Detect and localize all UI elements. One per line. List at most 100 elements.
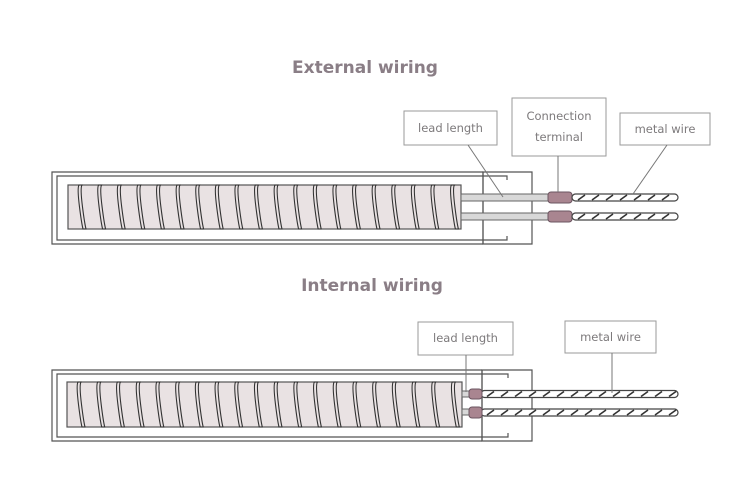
external-housing-inner: [56, 175, 508, 241]
heating-coil-turn: [175, 381, 185, 428]
wire-twist-stripe: [556, 409, 565, 416]
external-coil-group: [77, 184, 460, 230]
wire-twist-stripe: [647, 194, 656, 201]
external-connection-terminal-callout: Connection terminal: [511, 97, 607, 192]
wire-twist-stripe: [668, 390, 677, 398]
heating-coil-turn: [273, 381, 283, 428]
wire-twist-stripe: [661, 194, 670, 201]
lead-length-label: lead length: [433, 331, 498, 345]
wire-twist-stripe: [668, 409, 677, 416]
heating-coil-turn: [312, 184, 322, 230]
internal-housing-outer: [51, 369, 482, 442]
wire-twist-stripe: [514, 390, 523, 398]
heating-coil-turn: [431, 381, 441, 428]
external-metal-wire-callout: metal wire: [619, 112, 711, 195]
heating-coil-turn: [352, 381, 362, 428]
connection-terminal-label-line1: Connection: [526, 109, 591, 123]
heating-coil-turn: [96, 381, 106, 428]
external-lead-length-callout: lead length: [403, 110, 504, 198]
wire-twist-stripe: [605, 213, 614, 220]
lead-length-label: lead length: [418, 121, 483, 135]
heating-coil-turn: [293, 184, 303, 230]
heating-coil-turn: [254, 184, 264, 230]
heating-coil-turn: [175, 184, 185, 230]
external-lead-bottom: [460, 212, 550, 221]
internal-wiring-title: Internal wiring: [301, 276, 443, 296]
heating-coil-turn: [352, 184, 362, 230]
internal-housing-inner: [56, 373, 509, 438]
heating-coil-turn: [194, 381, 204, 428]
lead-length-label-box: [417, 321, 514, 356]
external-terminal-bottom: [547, 210, 573, 223]
heating-coil-turn: [214, 381, 224, 428]
internal-metal-wire-callout: metal wire: [564, 320, 657, 393]
heating-coil-turn: [410, 184, 420, 230]
heating-coil-turn: [273, 184, 283, 230]
wire-twist-stripe: [626, 390, 635, 398]
wire-twist-stripe: [612, 390, 621, 398]
heating-coil-turn: [332, 184, 342, 230]
heating-coil-turn: [253, 381, 264, 428]
wire-twist-stripe: [612, 409, 621, 416]
internal-heating-core: [66, 381, 463, 428]
heating-coil-turn: [116, 184, 126, 230]
internal-end-cap: [481, 369, 533, 442]
wire-twist-stripe: [570, 390, 579, 398]
metal-wire-leader-line: [632, 144, 668, 195]
heating-coil-turn: [136, 184, 146, 230]
wire-twist-stripe: [640, 409, 649, 416]
wire-twist-stripe: [647, 213, 656, 220]
wire-twist-stripe: [486, 409, 495, 416]
metal-wire-label: metal wire: [635, 122, 696, 136]
wire-twist-stripe: [633, 194, 642, 201]
heating-coil-turn: [97, 184, 107, 230]
wire-twist-stripe: [584, 409, 593, 416]
heating-coil-turn: [313, 381, 323, 428]
external-wiring-diagram: External wiring lead length Connection t…: [51, 58, 711, 245]
heating-coil-turn: [234, 184, 244, 230]
lead-length-label-box: [403, 110, 498, 146]
wire-twist-stripe: [500, 390, 509, 398]
wire-twist-stripe: [542, 409, 551, 416]
wire-twist-stripe: [500, 409, 509, 416]
external-heating-core: [67, 184, 462, 230]
metal-wire-label: metal wire: [580, 330, 641, 344]
heating-coil-turn: [372, 381, 382, 428]
wire-twist-stripe: [619, 213, 628, 220]
heating-coil-turn: [195, 184, 205, 230]
wire-twist-stripe: [640, 390, 649, 398]
external-terminal-top: [547, 191, 573, 204]
wire-twist-stripe: [577, 213, 586, 220]
internal-lead-length-callout: lead length: [417, 321, 514, 392]
external-end-cap: [482, 171, 533, 245]
internal-wiring-diagram: Internal wiring lead length metal wire: [51, 276, 679, 442]
external-lead-top: [460, 193, 550, 202]
heating-coil-turn: [371, 184, 381, 230]
external-wiring-title: External wiring: [292, 58, 438, 78]
heating-coil-turn: [332, 381, 342, 428]
heating-coil-turn: [155, 381, 165, 428]
wire-twist-stripe: [514, 409, 523, 416]
heating-coil-turn: [391, 381, 401, 428]
wire-twist-stripe: [598, 409, 607, 416]
external-metal-wires: [571, 193, 679, 221]
heating-coil-turn: [450, 184, 460, 230]
wire-twist-stripe: [605, 194, 614, 201]
wire-twist-stripe: [633, 213, 642, 220]
wire-twist-stripe: [619, 194, 628, 201]
wire-twist-stripe: [654, 409, 663, 416]
heating-coil-turn: [234, 381, 244, 428]
heating-coil-turn: [77, 184, 87, 230]
wire-twist-stripe: [584, 390, 593, 398]
metal-wire: [480, 408, 679, 417]
wire-twist-stripe: [528, 390, 537, 398]
heating-coil-turn: [116, 381, 126, 428]
wire-twist-stripe: [654, 390, 663, 398]
heating-coil-turn: [411, 381, 421, 428]
wire-twist-stripe: [570, 409, 579, 416]
heating-coil-turn: [156, 184, 166, 230]
internal-terminal-top: [468, 388, 483, 400]
wire-twist-stripe: [626, 409, 635, 416]
wire-twist-stripe: [577, 194, 586, 201]
